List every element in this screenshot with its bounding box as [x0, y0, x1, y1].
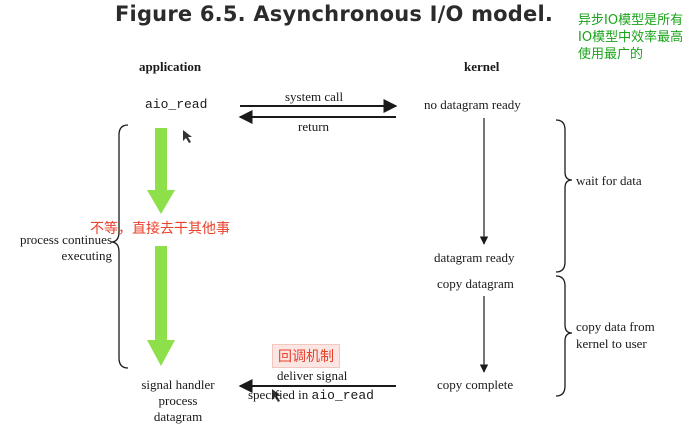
wait-brace — [555, 119, 573, 273]
specified-in-prefix: specified in — [248, 387, 309, 402]
copy-data-line1: copy data from — [576, 319, 655, 334]
specified-in-code: aio_read — [311, 388, 374, 403]
application-column-header: application — [139, 59, 202, 74]
green-arrow-lower — [147, 246, 175, 366]
copy-brace — [555, 275, 573, 397]
callback-annotation: 回调机制 — [272, 344, 340, 368]
green-arrow-upper — [147, 128, 175, 214]
process-continues-line2: executing — [61, 248, 112, 263]
copy-data-line2: kernel to user — [576, 336, 647, 351]
process-continues-label: process continues executing — [0, 232, 112, 264]
specified-in-label: specified in aio_read — [248, 387, 374, 403]
signal-handler-label: signal handler process datagram — [118, 377, 238, 425]
process-continues-line1: process continues — [19, 232, 112, 247]
no-datagram-ready-label: no datagram ready — [424, 97, 521, 112]
process-brace — [110, 124, 129, 369]
copy-complete-label: copy complete — [437, 377, 514, 392]
figure-title: Figure 6.5. Asynchronous I/O model. — [115, 2, 554, 26]
system-call-label: system call — [285, 89, 344, 104]
copy-data-label: copy data from kernel to user — [576, 318, 655, 352]
signal-handler-line1: signal handler — [141, 377, 215, 392]
cursor-icon-lower — [272, 389, 281, 402]
no-wait-annotation: 不等，直接去干其他事 — [90, 221, 230, 237]
kernel-column-header: kernel — [464, 59, 500, 74]
copy-datagram-label: copy datagram — [437, 276, 514, 291]
return-label: return — [298, 119, 330, 134]
deliver-signal-label: deliver signal — [277, 368, 348, 383]
cursor-icon — [183, 130, 192, 143]
aio-read-call: aio_read — [145, 97, 208, 112]
signal-handler-line2: process — [158, 393, 198, 408]
async-note-annotation: 异步IO模型是所有IO模型中效率最高使用最广的 — [578, 13, 684, 62]
signal-handler-line3: datagram — [153, 409, 203, 424]
wait-for-data-label: wait for data — [576, 173, 642, 188]
datagram-ready-label: datagram ready — [434, 250, 515, 265]
